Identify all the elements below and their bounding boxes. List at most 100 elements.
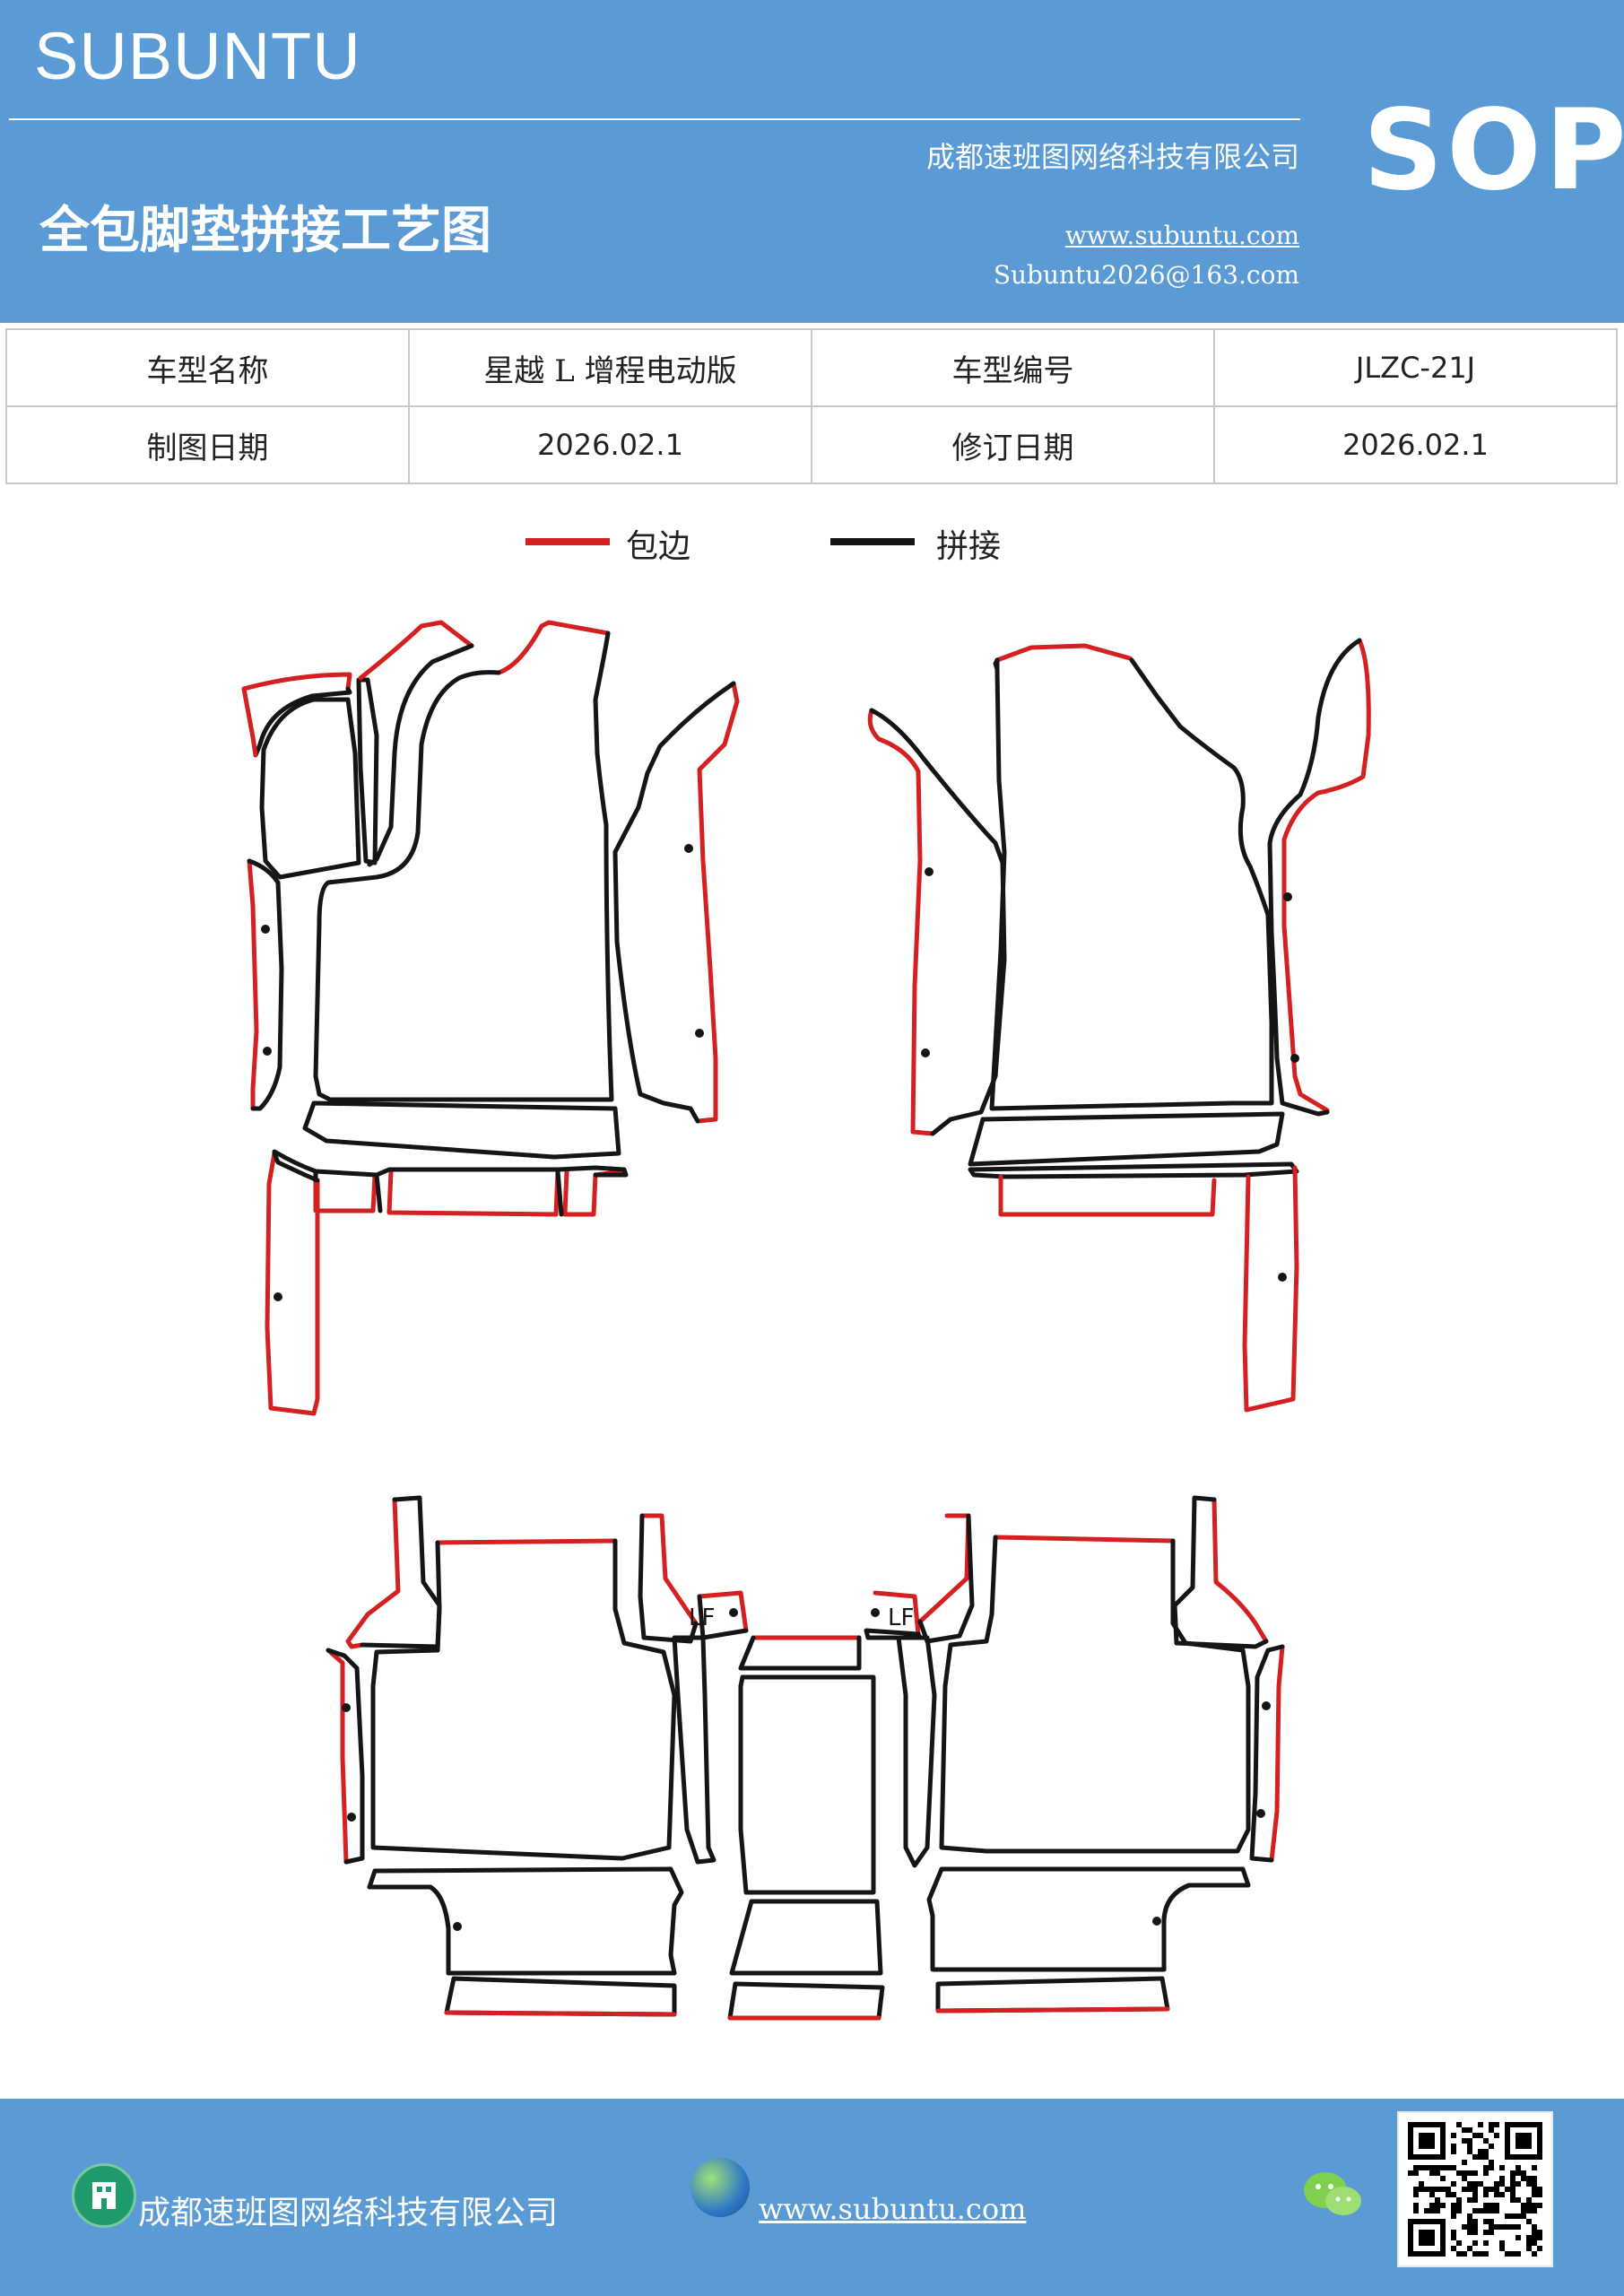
qr-module	[1526, 2208, 1532, 2213]
rl-top-edge	[435, 1538, 618, 1545]
qr-module	[1462, 2176, 1467, 2181]
qr-module	[1499, 2165, 1505, 2170]
fl-right-sill-seam	[612, 681, 736, 1124]
sop-badge: SOP	[1363, 86, 1624, 215]
fl-center-strip-seam	[356, 677, 379, 865]
qr-module	[1456, 2251, 1462, 2257]
fr-lower-strip-seam	[968, 1111, 1285, 1167]
fl-pedal-box-seam	[259, 697, 361, 880]
qr-module	[1462, 2127, 1467, 2133]
qr-module	[1472, 2240, 1478, 2246]
rr-inner-tab-edge	[917, 1513, 971, 1624]
fl-lower-strip-seam	[302, 1100, 621, 1160]
rl-main-seam	[370, 1538, 677, 1861]
qr-module	[1478, 2133, 1483, 2138]
qr-module	[1478, 2208, 1483, 2213]
qr-module	[1521, 2176, 1526, 2181]
qr-module	[1537, 2192, 1542, 2197]
rr-door-strip-edge	[1269, 1644, 1285, 1863]
qr-module	[1532, 2208, 1537, 2213]
qr-module	[1510, 2176, 1515, 2181]
qr-module	[1532, 2240, 1537, 2246]
qr-module	[1451, 2133, 1456, 2138]
qr-module	[1419, 2181, 1424, 2187]
qr-module	[1521, 2208, 1526, 2213]
rl-lower-dot	[453, 1922, 462, 1931]
fl-bottom-rail-edge	[313, 1169, 627, 1217]
qr-module	[1532, 2251, 1537, 2257]
qr-module	[1467, 2181, 1472, 2187]
fr-top-edge	[994, 643, 1133, 663]
qr-module	[1494, 2192, 1499, 2197]
qr-module	[1478, 2122, 1483, 2127]
qr-module	[1472, 2208, 1478, 2213]
qr-module	[1429, 2170, 1435, 2176]
model-code-value: JLZC-21J	[1213, 328, 1618, 407]
fl-bottom-rail-seam	[272, 1149, 629, 1217]
fr-left-strip-seam	[869, 708, 1007, 1136]
qr-module	[1483, 2165, 1489, 2170]
rl-bottom-bar-edge	[444, 2010, 677, 2017]
rl-inner-tab-edge	[639, 1513, 699, 1626]
legend-seam-label: 拼接	[936, 528, 1002, 565]
qr-module	[1499, 2181, 1505, 2187]
rl-small-pad-seam	[697, 1594, 749, 1640]
qr-module	[1467, 2138, 1472, 2144]
fl-top-hump-seam	[367, 643, 474, 867]
table-row: 制图日期 2026.02.1 修订日期 2026.02.1	[5, 405, 1618, 484]
qr-module	[1483, 2138, 1489, 2144]
qr-module	[1499, 2192, 1505, 2197]
qr-module	[1440, 2187, 1446, 2192]
fr-bottom-rail-seam	[968, 1161, 1299, 1179]
fl-top-left-edge-2	[241, 686, 258, 758]
qr-module	[1451, 2165, 1456, 2170]
qr-module	[1532, 2230, 1537, 2235]
qr-module	[1537, 2230, 1542, 2235]
qr-module	[1483, 2154, 1489, 2160]
model-name-value: 星越 L 增程电动版	[408, 328, 812, 407]
rr-tunnel-strip-seam	[896, 1635, 937, 1868]
qr-module	[1510, 2197, 1515, 2203]
qr-module	[1419, 2165, 1424, 2170]
qr-module	[1489, 2144, 1494, 2149]
legend-edge-label: 包边	[626, 528, 691, 565]
qr-module	[1435, 2165, 1440, 2170]
qr-module	[1451, 2203, 1456, 2208]
fr-left-strip-dot	[925, 867, 934, 876]
qr-module	[1478, 2181, 1483, 2187]
qr-module	[1446, 2192, 1451, 2197]
qr-module	[1483, 2208, 1489, 2213]
rr-bottom-bar-edge	[935, 2006, 1170, 2013]
qr-finder	[1419, 2133, 1435, 2149]
qr-module	[1515, 2224, 1521, 2230]
rr-lower-edge	[1161, 1883, 1251, 1972]
fr-right-strip-dot	[1283, 892, 1292, 901]
qr-module	[1408, 2170, 1413, 2176]
footer-website-link[interactable]: www.subuntu.com	[759, 2192, 1027, 2226]
wechat-icon[interactable]	[1302, 2169, 1365, 2226]
qr-module	[1532, 2181, 1537, 2187]
fl-long-strip-seam	[272, 1151, 320, 1183]
qr-module	[1489, 2127, 1494, 2133]
fl-right-sill-dot	[695, 1029, 704, 1038]
qr-module	[1489, 2219, 1494, 2224]
qr-module	[1429, 2187, 1435, 2192]
draw-date-label: 制图日期	[5, 405, 410, 484]
website-link[interactable]: www.subuntu.com	[1064, 221, 1299, 250]
qr-module	[1483, 2240, 1489, 2246]
qr-finder	[1419, 2230, 1435, 2246]
qr-module	[1521, 2170, 1526, 2176]
qr-module	[1472, 2251, 1478, 2257]
fl-left-strip-dot	[261, 925, 270, 934]
qr-module	[1483, 2187, 1489, 2192]
qr-module	[1526, 2197, 1532, 2203]
qr-code-icon[interactable]	[1397, 2111, 1553, 2267]
qr-module	[1462, 2170, 1467, 2176]
qr-module	[1515, 2213, 1521, 2219]
fr-right-strip-seam	[1267, 638, 1362, 1117]
center-lower-seam	[729, 1899, 883, 1976]
rr-small-pad-dot	[871, 1608, 880, 1617]
fl-top-left-edge	[241, 672, 352, 691]
qr-module	[1483, 2192, 1489, 2197]
fl-top-hump-edge	[358, 620, 474, 681]
